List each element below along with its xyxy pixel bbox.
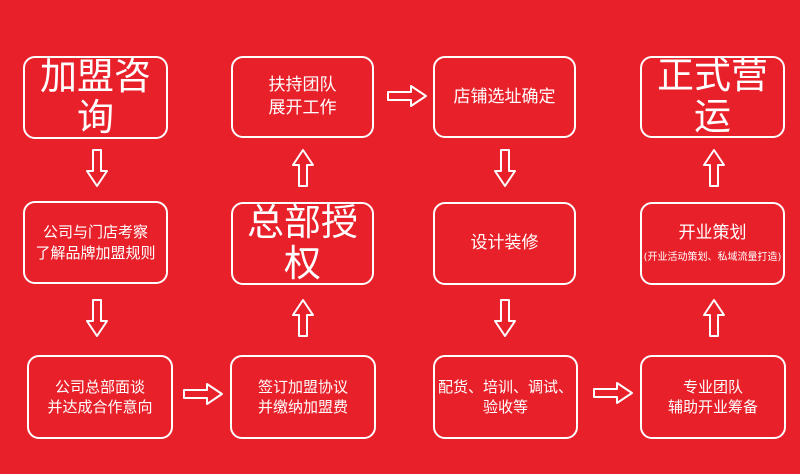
- step-open: 正式营运: [640, 54, 785, 138]
- step-supply: 配货、培训、调试、 验收等: [433, 355, 578, 439]
- step-inspect-line-2: 了解品牌加盟规则: [35, 243, 156, 262]
- arrow-up-1: [292, 299, 314, 337]
- step-interview-line-1: 公司总部面谈: [54, 377, 145, 396]
- arrow-down-3: [494, 149, 516, 187]
- step-authorize-label: 总部授权: [247, 200, 358, 285]
- arrow-right-2: [387, 85, 427, 107]
- step-authorize: 总部授权: [231, 202, 374, 285]
- step-site: 店铺选址确定: [433, 56, 576, 138]
- step-consult-label: 加盟咨询: [40, 54, 151, 139]
- step-contract-line-1: 签订加盟协议: [257, 377, 348, 396]
- step-team-line-1: 扶持团队: [268, 75, 337, 96]
- arrow-up-2: [292, 149, 314, 187]
- step-supply-line-2: 验收等: [482, 398, 528, 416]
- step-interview-line-2: 并达成合作意向: [47, 398, 153, 416]
- arrow-down-4: [494, 299, 516, 337]
- step-design: 设计装修: [433, 202, 576, 285]
- arrow-up-3: [703, 299, 725, 337]
- step-consult: 加盟咨询: [23, 56, 168, 139]
- step-open-label: 正式营运: [657, 54, 768, 138]
- arrow-down-1: [86, 149, 108, 187]
- step-interview: 公司总部面谈 并达成合作意向: [27, 355, 173, 439]
- step-plan-label: 开业策划: [678, 223, 747, 244]
- step-inspect: 公司与门店考察 了解品牌加盟规则: [23, 201, 168, 284]
- step-plan: 开业策划 (开业活动策划、私域流量打造): [640, 202, 785, 285]
- arrow-right-3: [593, 382, 633, 404]
- step-team-line-2: 展开工作: [268, 98, 337, 118]
- arrow-up-4: [703, 149, 725, 187]
- step-supply-line-1: 配货、培训、调试、: [437, 377, 573, 396]
- arrow-right-1: [183, 383, 223, 405]
- step-contract-line-2: 并缴纳加盟费: [257, 398, 348, 416]
- step-design-label: 设计装修: [470, 233, 539, 254]
- step-contract: 签订加盟协议 并缴纳加盟费: [230, 355, 376, 439]
- step-prep-line-1: 专业团队: [682, 377, 743, 396]
- step-site-label: 店铺选址确定: [453, 86, 556, 107]
- step-prep: 专业团队 辅助开业筹备: [640, 355, 786, 439]
- arrow-down-2: [86, 299, 108, 337]
- step-plan-note: (开业活动策划、私域流量打造): [643, 252, 782, 264]
- step-prep-line-2: 辅助开业筹备: [667, 398, 758, 416]
- step-team: 扶持团队 展开工作: [231, 56, 374, 138]
- step-inspect-line-1: 公司与门店考察: [42, 223, 148, 242]
